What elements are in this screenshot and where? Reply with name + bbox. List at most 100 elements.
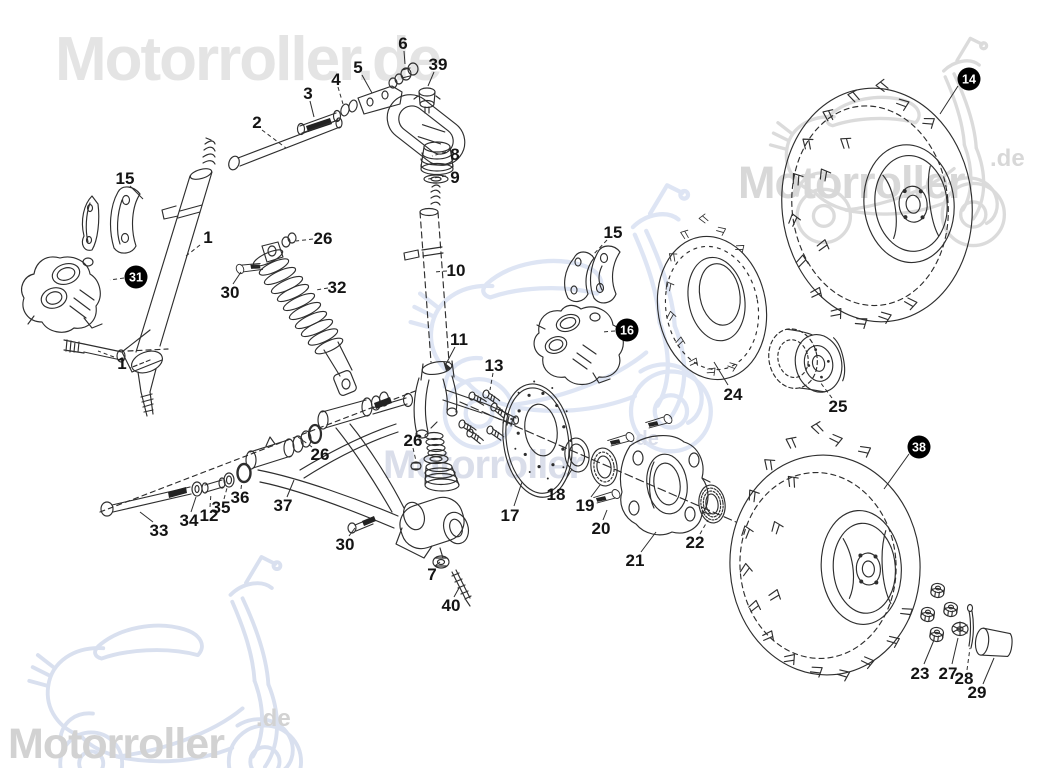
part-callout-15: 15 bbox=[116, 169, 144, 200]
part-number: 36 bbox=[231, 488, 250, 507]
leader-line bbox=[190, 496, 197, 513]
leader-line bbox=[591, 239, 608, 257]
leader-line bbox=[403, 50, 406, 65]
seal-ring-drawing bbox=[564, 437, 590, 473]
part-number: 25 bbox=[829, 397, 848, 416]
part-callout-27: 27 bbox=[939, 637, 959, 683]
leader-line bbox=[232, 271, 242, 285]
part-number: 40 bbox=[442, 596, 461, 615]
diagram-art bbox=[21, 62, 1013, 684]
watermark-top-left: Motorroller.de bbox=[55, 25, 441, 94]
part-callout-11: 11 bbox=[445, 330, 468, 365]
part-number: 10 bbox=[447, 261, 466, 280]
part-number: 26 bbox=[404, 431, 423, 450]
part-callout-33: 33 bbox=[139, 511, 169, 540]
part-number: 4 bbox=[331, 70, 341, 89]
part-callout-7: 7 bbox=[427, 561, 441, 584]
watermark-top-right-tld: .de bbox=[990, 145, 1025, 172]
leader-line bbox=[297, 436, 313, 448]
caliper-bracket-left-drawing bbox=[81, 186, 141, 254]
part-number: 18 bbox=[547, 485, 566, 504]
part-number: 28 bbox=[955, 669, 974, 688]
part-callout-18: 18 bbox=[547, 468, 573, 504]
leader-line bbox=[223, 487, 228, 500]
brake-disc-drawing bbox=[502, 380, 573, 498]
leader-line bbox=[286, 479, 295, 498]
part-callout-28: 28 bbox=[955, 647, 974, 688]
leader-line bbox=[348, 527, 356, 537]
leader-line bbox=[951, 637, 959, 665]
part-number: 15 bbox=[116, 169, 135, 188]
part-number: 9 bbox=[450, 168, 459, 187]
watermark-bottom-left-tld: .de bbox=[256, 705, 291, 732]
front-wheel-assembly-bottom-drawing bbox=[729, 420, 921, 684]
badge-circle bbox=[957, 67, 981, 91]
shock-absorber-drawing bbox=[234, 232, 357, 396]
leader-line bbox=[939, 85, 959, 115]
part-callout-1: 1 bbox=[185, 228, 213, 257]
leader-line bbox=[139, 511, 154, 523]
part-number: 19 bbox=[576, 496, 595, 515]
part-callout-13: 13 bbox=[485, 356, 503, 391]
leader-line bbox=[819, 381, 833, 399]
part-callout-21: 21 bbox=[626, 531, 657, 570]
part-callout-19: 19 bbox=[576, 484, 601, 515]
assembly-badge-31: 31 bbox=[109, 265, 148, 289]
leader-line bbox=[489, 372, 494, 391]
leader-line bbox=[240, 480, 243, 490]
part-callout-5: 5 bbox=[353, 58, 373, 94]
badge-circle bbox=[124, 265, 148, 289]
assembly-badge-38: 38 bbox=[883, 435, 931, 490]
leader-line bbox=[883, 453, 910, 490]
part-callout-29: 29 bbox=[968, 657, 995, 702]
part-number: 33 bbox=[150, 521, 169, 540]
leader-line bbox=[295, 238, 314, 242]
leader-line bbox=[923, 639, 935, 665]
part-number: 30 bbox=[336, 535, 355, 554]
part-number: 6 bbox=[398, 34, 407, 53]
caliper-bracket-right-drawing bbox=[564, 245, 621, 304]
wheel-bearing-drawing bbox=[590, 447, 618, 487]
part-callout-36: 36 bbox=[231, 480, 250, 507]
watermark-bottom-left: Motorroller bbox=[8, 720, 225, 768]
part-number: 11 bbox=[450, 330, 468, 349]
part-callout-30: 30 bbox=[336, 527, 356, 554]
part-number: 31 bbox=[129, 271, 143, 285]
assembly-badge-16: 16 bbox=[601, 318, 639, 342]
leader-line bbox=[966, 647, 971, 671]
leader-line bbox=[337, 86, 344, 105]
part-callout-39: 39 bbox=[427, 55, 447, 87]
leader-line bbox=[601, 330, 616, 333]
leader-line bbox=[97, 350, 115, 358]
lug-nuts-drawing bbox=[919, 582, 959, 643]
part-callout-26: 26 bbox=[297, 436, 329, 464]
part-callout-12: 12 bbox=[200, 492, 218, 525]
spring-boot-drawing bbox=[410, 421, 460, 492]
assembly-badge-14: 14 bbox=[939, 67, 981, 115]
leader-line bbox=[315, 287, 329, 291]
front-wheel-assembly-top-drawing bbox=[781, 78, 973, 332]
part-callout-20: 20 bbox=[592, 509, 610, 538]
part-number: 26 bbox=[314, 229, 333, 248]
leader-line bbox=[209, 492, 212, 508]
leader-line bbox=[361, 74, 373, 94]
part-number: 15 bbox=[604, 223, 623, 242]
part-number: 29 bbox=[968, 683, 987, 702]
part-callout-15: 15 bbox=[591, 223, 623, 257]
leader-line bbox=[602, 509, 608, 521]
leader-line bbox=[309, 100, 315, 118]
part-callout-34: 34 bbox=[180, 496, 199, 530]
part-callout-4: 4 bbox=[331, 70, 344, 105]
dust-cap-drawing bbox=[974, 627, 1013, 657]
leader-line bbox=[982, 657, 995, 685]
part-callout-26: 26 bbox=[404, 431, 423, 462]
part-callout-25: 25 bbox=[819, 381, 848, 416]
rim-drawing bbox=[768, 328, 846, 393]
part-callout-35: 35 bbox=[212, 487, 230, 517]
part-number: 21 bbox=[626, 551, 645, 570]
leader-line bbox=[431, 151, 447, 157]
part-number: 1 bbox=[117, 354, 126, 373]
part-number: 32 bbox=[328, 278, 347, 297]
